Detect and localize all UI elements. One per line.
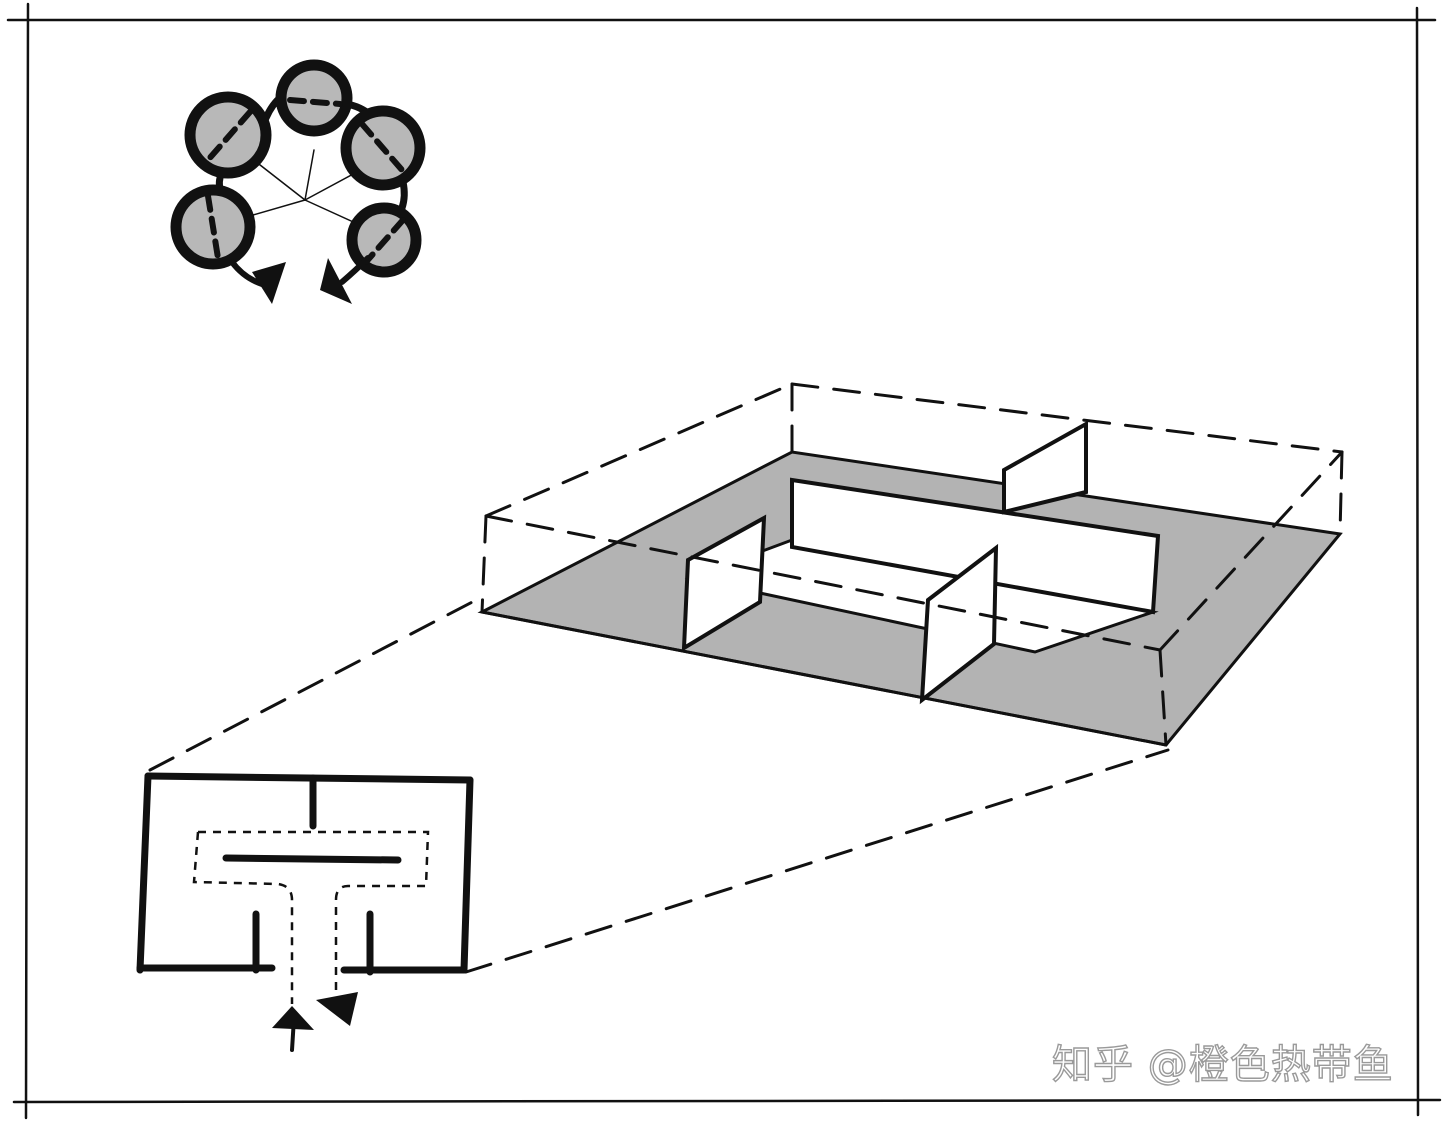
partition-wall	[681, 514, 767, 652]
circular-arrangement-icon	[170, 59, 426, 304]
projection-lines	[148, 596, 1170, 974]
watermark-text: 知乎 @橙色热带鱼	[1051, 1041, 1394, 1088]
partition-wall	[1002, 420, 1088, 515]
partition-wall	[919, 543, 999, 705]
page-frame	[6, 2, 1442, 1120]
circle-node	[275, 59, 353, 137]
floor-ring	[477, 450, 1343, 747]
inner-wall	[790, 477, 1161, 615]
maze-volume	[477, 382, 1344, 747]
floor-plan-icon	[136, 772, 474, 1052]
